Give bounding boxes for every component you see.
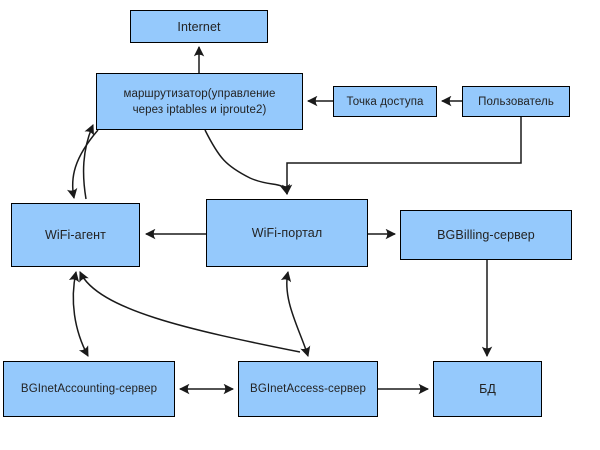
node-bgbilling-server[interactable]: BGBilling-сервер (400, 210, 572, 260)
node-internet[interactable]: Internet (130, 10, 268, 43)
node-internet-label: Internet (177, 19, 221, 34)
node-access-point-label: Точка доступа (346, 95, 424, 108)
node-access-point[interactable]: Точка доступа (333, 86, 437, 117)
edge-user-to-wifi-portal (281, 117, 522, 196)
node-bginetaccess-server-label: BGInetAccess-сервер (250, 383, 366, 395)
edge-wifi-portal-bginetaccess (280, 270, 311, 358)
node-bgbilling-server-label: BGBilling-сервер (437, 228, 535, 242)
node-router-label: маршрутизатор(управление через iptables … (123, 87, 276, 116)
node-bginetaccounting-server[interactable]: BGInetAccounting-сервер (3, 361, 175, 417)
node-wifi-portal[interactable]: WiFi-портал (206, 199, 368, 267)
node-db-label: БД (479, 382, 496, 396)
edge-router-to-wifi-portal (204, 129, 291, 196)
node-user[interactable]: Пользователь (462, 86, 570, 117)
node-wifi-agent-label: WiFi-агент (45, 228, 106, 242)
node-db[interactable]: БД (433, 361, 542, 417)
edge-wifi-agent-to-bginetaccess (79, 271, 301, 353)
edge-router-to-wifi-agent (67, 129, 99, 200)
node-router[interactable]: маршрутизатор(управление через iptables … (96, 73, 303, 130)
node-wifi-agent[interactable]: WiFi-агент (11, 203, 140, 267)
edge-wifi-agent-bginetaccounting (68, 270, 89, 357)
node-wifi-portal-label: WiFi-портал (251, 226, 323, 240)
edge-wifi-agent-to-router (82, 124, 95, 200)
node-bginetaccess-server[interactable]: BGInetAccess-сервер (238, 361, 378, 417)
node-user-label: Пользователь (478, 95, 554, 108)
node-bginetaccounting-server-label: BGInetAccounting-сервер (20, 383, 158, 395)
